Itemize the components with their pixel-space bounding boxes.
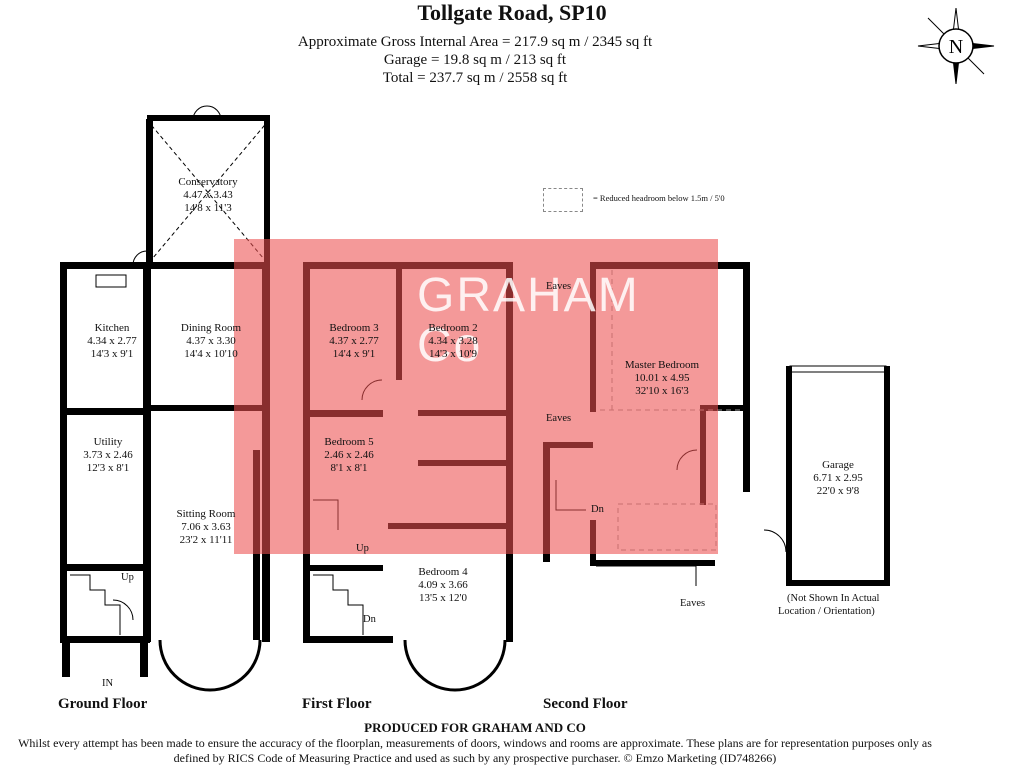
stairs-up-first: Up [356,543,369,554]
reduced-headroom-swatch [543,188,583,212]
compass-icon: N [917,7,995,85]
floor-label-ground: Ground Floor [58,696,148,712]
agency-watermark: GRAHAM Co [234,239,718,554]
gross-area-text: Approximate Gross Internal Area = 217.9 … [297,34,653,50]
entrance-in: IN [102,678,114,689]
eaves-label-bottom: Eaves [680,598,706,609]
eaves-label-top: Eaves [546,281,572,292]
garage-note-line1: (Not Shown In Actual [787,593,880,604]
disclaimer-text: Whilst every attempt has been made to en… [18,736,932,765]
stairs-dn-first: Dn [363,614,376,625]
produced-for-text: PRODUCED FOR GRAHAM AND CO [364,720,586,735]
garage-note-line2: Location / Orientation) [778,606,875,617]
stairs-dn-second: Dn [591,504,604,515]
watermark-graham: GRAHAM [417,269,640,322]
floor-label-second: Second Floor [543,696,628,712]
total-area-text: Total = 237.7 sq m / 2558 sq ft [382,70,568,86]
watermark-co: Co [417,319,483,372]
floor-label-first: First Floor [302,696,372,712]
eaves-label-mid: Eaves [546,413,572,424]
stairs-up-ground: Up [121,572,134,583]
plan-title: Tollgate Road, SP10 [417,0,607,25]
garage-area-text: Garage = 19.8 sq m / 213 sq ft [383,52,567,68]
legend-text: = Reduced headroom below 1.5m / 5'0 [593,193,725,203]
compass-north-letter: N [949,36,963,58]
